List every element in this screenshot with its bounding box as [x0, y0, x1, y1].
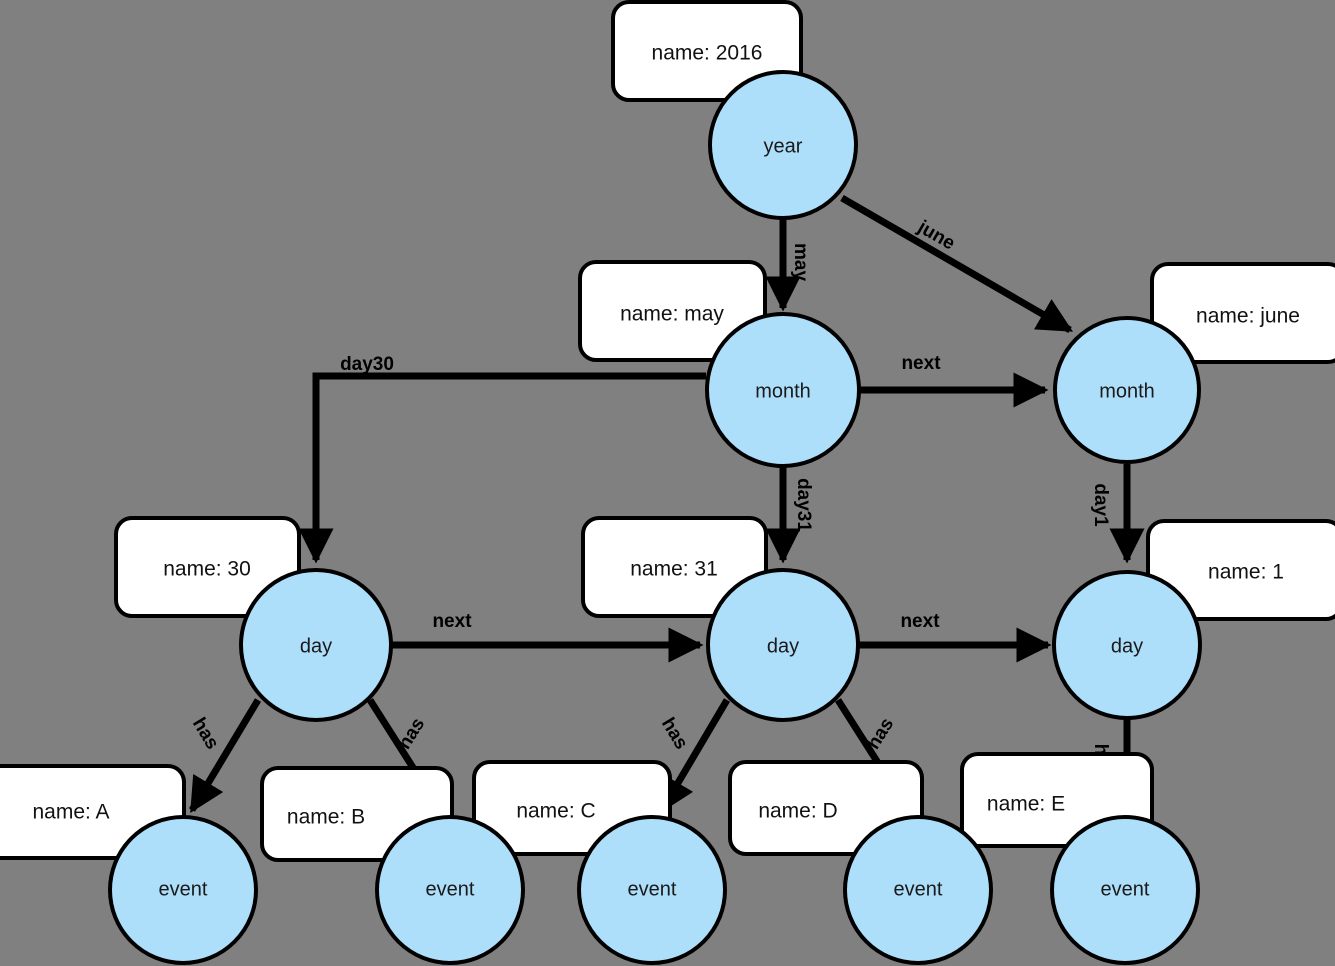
property-box-monthJune[interactable]: name: june — [1150, 262, 1335, 364]
property-box-day1-rect — [1146, 519, 1335, 621]
property-box-day30-rect — [114, 516, 301, 618]
edge-has-a[interactable]: has — [188, 698, 262, 814]
property-box-monthJune-rect — [1150, 262, 1335, 364]
node-monthJune-circle — [1053, 316, 1201, 464]
node-eventE-label: event — [1101, 878, 1150, 900]
node-monthMay-label: month — [755, 380, 811, 402]
node-day30-circle — [239, 568, 393, 722]
edge-may[interactable]: may — [765, 218, 811, 312]
property-box-monthMay-text: name: may — [620, 303, 724, 326]
property-box-year2016-text: name: 2016 — [652, 42, 763, 65]
node-day30[interactable]: day — [239, 568, 393, 722]
property-box-day1[interactable]: name: 1 — [1146, 519, 1335, 621]
property-box-year2016[interactable]: name: 2016 — [611, 0, 803, 102]
node-day1-label: day — [1111, 635, 1143, 657]
node-eventB-label: event — [426, 878, 475, 900]
node-year2016-circle — [708, 70, 858, 220]
property-box-monthMay-rect — [578, 260, 767, 362]
node-eventD-label: event — [894, 878, 943, 900]
node-monthJune[interactable]: month — [1053, 316, 1201, 464]
edge-day1-label: day1 — [1090, 483, 1111, 527]
edge-has-a-label: has — [188, 714, 223, 753]
edge-next-months-label: next — [901, 353, 941, 374]
property-box-year2016-rect — [611, 0, 803, 102]
node-day31[interactable]: day — [706, 568, 860, 722]
property-box-eventC-text: name: C — [516, 800, 595, 823]
edge-day1[interactable]: day1 — [1090, 464, 1145, 564]
edge-day31-label: day31 — [793, 478, 814, 532]
nodes-layer: year month month day day day — [108, 70, 1202, 965]
node-eventC[interactable]: event — [577, 815, 727, 965]
property-box-day30-text: name: 30 — [163, 558, 251, 581]
property-box-day31-text: name: 31 — [630, 558, 718, 581]
property-box-monthMay[interactable]: name: may — [578, 260, 767, 362]
edge-day30-label: day30 — [340, 354, 394, 375]
edge-day30-line — [298, 372, 706, 564]
node-eventD-circle — [843, 815, 993, 965]
property-box-eventB-text: name: B — [287, 806, 365, 829]
edge-june[interactable]: june — [840, 194, 1074, 334]
node-day1-circle — [1052, 570, 1202, 720]
node-eventA-circle — [108, 815, 258, 965]
edge-has-c-label: has — [657, 714, 692, 753]
node-monthMay-circle — [705, 312, 861, 468]
node-eventB-circle — [375, 815, 525, 965]
edge-next-day30-31[interactable]: next — [390, 611, 704, 663]
edge-next-months[interactable]: next — [860, 353, 1049, 408]
node-eventC-circle — [577, 815, 727, 965]
node-eventE[interactable]: event — [1050, 815, 1200, 965]
node-year2016-label: year — [764, 135, 803, 157]
node-day31-label: day — [767, 635, 799, 657]
edge-may-label: may — [790, 243, 811, 281]
edge-next-day30-31-label: next — [432, 611, 472, 632]
node-day31-circle — [706, 568, 860, 722]
edge-has-c-line — [658, 698, 731, 814]
edge-day31[interactable]: day31 — [765, 464, 814, 564]
edge-has-a-line — [188, 698, 262, 814]
property-box-eventD-text: name: D — [758, 800, 837, 823]
node-monthJune-label: month — [1099, 380, 1155, 402]
node-eventD[interactable]: event — [843, 815, 993, 965]
property-box-eventE-text: name: E — [987, 793, 1065, 816]
property-box-monthJune-text: name: june — [1196, 305, 1300, 328]
node-monthMay[interactable]: month — [705, 312, 861, 468]
node-eventE-circle — [1050, 815, 1200, 965]
property-box-day30[interactable]: name: 30 — [114, 516, 301, 618]
edge-day30[interactable]: day30 — [298, 354, 706, 564]
property-box-day1-text: name: 1 — [1208, 561, 1284, 584]
edge-next-day31-1-label: next — [900, 611, 940, 632]
node-year2016[interactable]: year — [708, 70, 858, 220]
property-box-day31-rect — [581, 516, 768, 618]
edge-june-line — [840, 194, 1074, 334]
node-eventA[interactable]: event — [108, 815, 258, 965]
node-eventC-label: event — [628, 878, 677, 900]
node-day30-label: day — [300, 635, 332, 657]
node-eventA-label: event — [159, 878, 208, 900]
property-box-day31[interactable]: name: 31 — [581, 516, 768, 618]
edge-next-day31-1[interactable]: next — [858, 611, 1052, 663]
property-box-eventA-text: name: A — [32, 801, 109, 824]
node-day1[interactable]: day — [1052, 570, 1202, 720]
node-eventB[interactable]: event — [375, 815, 525, 965]
